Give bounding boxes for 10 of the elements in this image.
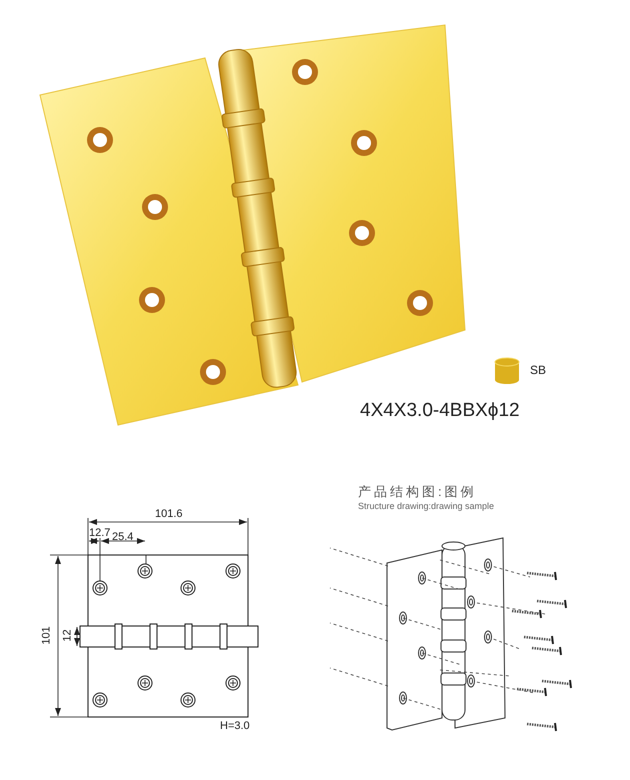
dimension-value: H=3.0 <box>220 721 250 732</box>
dimension-value: 101.6 <box>155 509 183 520</box>
dimension-value: 12 <box>62 629 74 642</box>
dimension-value: 101 <box>42 626 53 645</box>
legend-label: SB <box>530 364 546 376</box>
section-heading: 产品结构图:图例 <box>358 485 477 498</box>
dimension-value: 12.7 <box>89 528 110 539</box>
model-number: 4X4X3.0-4BBXϕ12 <box>360 401 520 420</box>
section-subheading: Structure drawing:drawing sample <box>358 502 494 511</box>
dimension-value: 25.4 <box>112 532 134 543</box>
